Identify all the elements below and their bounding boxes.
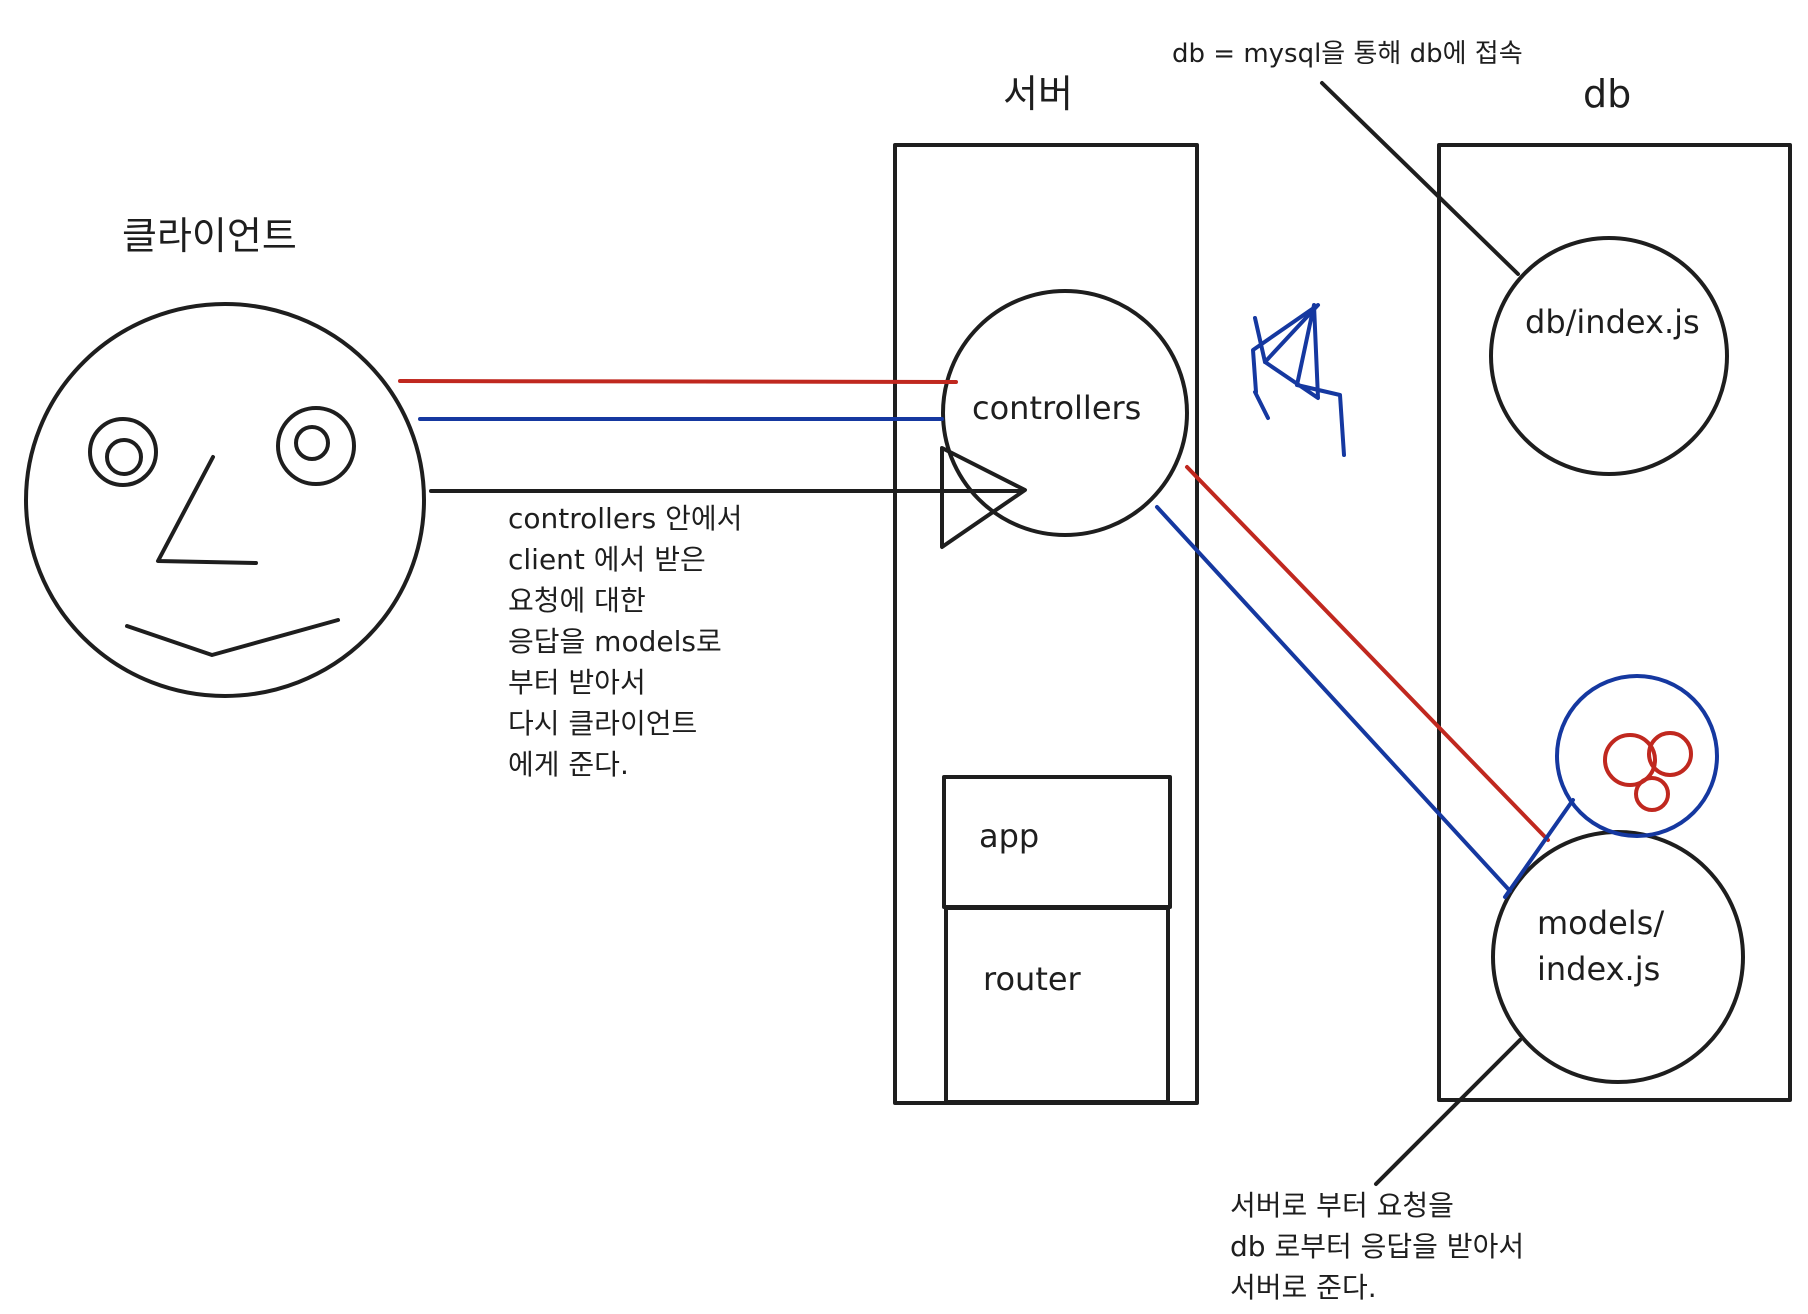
db-note: db = mysql을 통해 db에 접속	[1172, 39, 1523, 69]
db-note-pointer	[1320, 81, 1520, 276]
red-blob-1	[1603, 733, 1657, 787]
blue-zoom-connector	[1503, 798, 1575, 899]
client-mouth	[125, 618, 340, 657]
client-right-eye-inner	[294, 425, 330, 461]
controllers-note: controllers 안에서 client 에서 받은 요청에 대한 응답을 …	[508, 502, 743, 781]
models-note-pointer	[1374, 1038, 1522, 1186]
db-index-circle	[1489, 236, 1729, 476]
red-blob-3	[1634, 776, 1670, 812]
client-right-eye-outer	[276, 406, 356, 486]
controllers-circle	[941, 289, 1189, 537]
models-note: 서버로 부터 요청을 db 로부터 응답을 받아서 서버로 준다.	[1230, 1189, 1525, 1304]
db-title: db	[1583, 72, 1632, 116]
blue-scribble	[1251, 303, 1346, 457]
controllers-models-blue-line	[1155, 505, 1512, 893]
app-label: app	[979, 817, 1040, 855]
models-index-label: models/ index.js	[1537, 904, 1665, 988]
request-arrow-head	[940, 446, 1027, 549]
client-controllers-red-line	[398, 379, 958, 384]
client-left-eye-outer	[88, 417, 158, 487]
router-box	[944, 906, 1170, 1104]
client-left-eye-inner	[105, 438, 143, 476]
blue-zoom-circle	[1555, 674, 1719, 838]
red-blob-2	[1647, 731, 1693, 777]
db-box	[1437, 143, 1792, 1102]
client-title: 클라이언트	[122, 214, 297, 258]
server-title: 서버	[1003, 72, 1073, 116]
router-label: router	[983, 960, 1081, 998]
db-index-label: db/index.js	[1525, 303, 1700, 341]
client-nose	[156, 455, 258, 565]
controllers-label: controllers	[972, 389, 1142, 427]
client-face-circle	[24, 302, 426, 698]
controllers-models-red-line	[1185, 465, 1550, 842]
app-box	[942, 775, 1172, 909]
